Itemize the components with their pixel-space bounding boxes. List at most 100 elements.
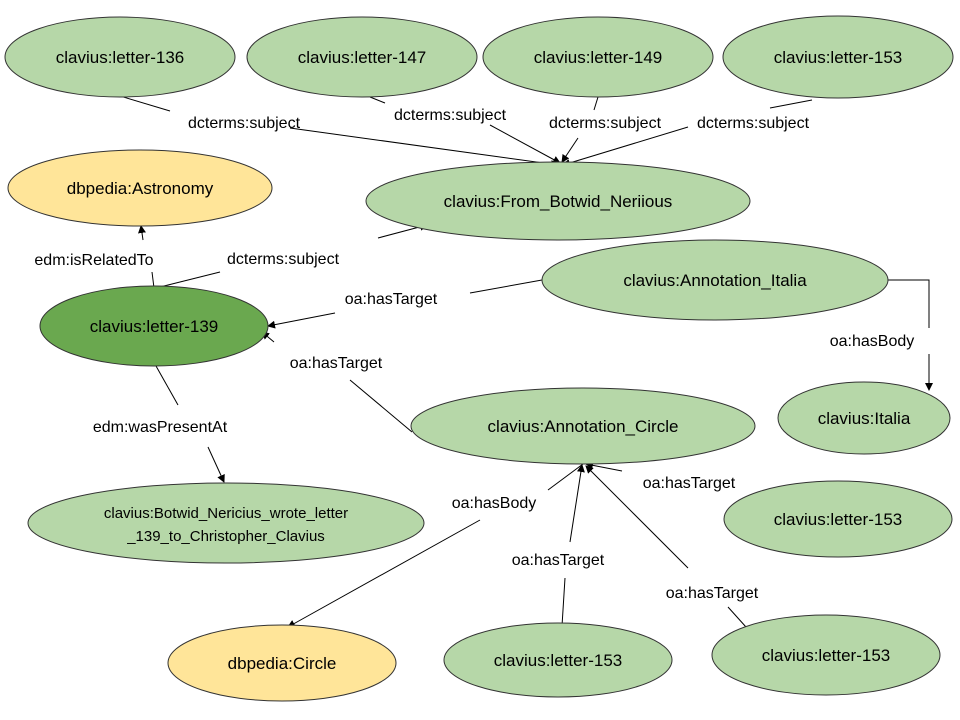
- node-letter-153-top[interactable]: clavius:letter-153: [722, 15, 954, 99]
- node-letter-139[interactable]: clavius:letter-139: [39, 285, 269, 367]
- edge-line-subject-153-a: [769, 99, 813, 109]
- node-label-letter-136: clavius:letter-136: [56, 48, 185, 67]
- node-astronomy[interactable]: dbpedia:Astronomy: [7, 149, 273, 227]
- node-label-botwid-event-line2: _139_to_Christopher_Clavius: [126, 528, 325, 545]
- node-label-astronomy: dbpedia:Astronomy: [67, 179, 214, 198]
- edge-label-subject-149: dcterms:subject: [549, 115, 662, 132]
- edge-label-body-italia: oa:hasBody: [830, 333, 915, 350]
- edge-label-target-italia: oa:hasTarget: [345, 291, 438, 308]
- edge-line-is-related-to-b: [138, 225, 146, 241]
- edge-target-italia: oa:hasTarget: [267, 279, 543, 329]
- edge-line-subject-147-a: [369, 96, 386, 104]
- edge-label-target-circle-153-mid: oa:hasTarget: [512, 552, 605, 569]
- node-annotation-italia[interactable]: clavius:Annotation_Italia: [541, 239, 889, 321]
- node-annotation-circle[interactable]: clavius:Annotation_Circle: [410, 387, 756, 465]
- edge-label-body-circle: oa:hasBody: [452, 495, 537, 512]
- node-shape-botwid-event: [27, 482, 425, 564]
- edge-line-target-circle-139-a: [349, 379, 413, 433]
- node-letter-147[interactable]: clavius:letter-147: [246, 16, 478, 98]
- edge-subject-153: dcterms:subject: [562, 99, 813, 167]
- edge-line-body-circle-a: [547, 463, 584, 491]
- edge-line-subject-136-a: [119, 95, 171, 112]
- edge-target-circle-139: oa:hasTarget: [261, 331, 413, 433]
- edge-label-subject-136: dcterms:subject: [188, 115, 301, 132]
- edge-label-was-present-at: edm:wasPresentAt: [93, 419, 228, 436]
- edge-line-target-circle-153-mid-a: [561, 577, 566, 627]
- node-shape-letter-139: [39, 285, 269, 367]
- node-shape-from-botwid: [365, 161, 751, 241]
- edge-target-circle-153-right: oa:hasTarget: [585, 461, 736, 492]
- edge-line-target-circle-153-right: [585, 461, 623, 472]
- node-shape-letter-153-bottom-mid: [443, 622, 673, 698]
- edge-subject-139: dcterms:subject: [155, 222, 428, 289]
- node-botwid-event[interactable]: clavius:Botwid_Nericius_wrote_letter _13…: [27, 482, 425, 564]
- edge-subject-136: dcterms:subject: [119, 95, 559, 169]
- node-shape-astronomy: [7, 149, 273, 227]
- edge-label-subject-153: dcterms:subject: [697, 115, 810, 132]
- edge-line-subject-153-b: [562, 126, 689, 167]
- node-shape-letter-153-bottom-right: [711, 614, 941, 696]
- node-shape-letter-153-top: [722, 15, 954, 99]
- node-label-annotation-italia: clavius:Annotation_Italia: [623, 271, 807, 290]
- node-letter-153-right[interactable]: clavius:letter-153: [723, 480, 953, 558]
- edge-line-subject-139-a: [155, 271, 221, 289]
- node-label-circle: dbpedia:Circle: [228, 654, 337, 673]
- node-label-from-botwid: clavius:From_Botwid_Neriious: [444, 192, 673, 211]
- edge-line-target-circle-153-bottom-right-b: [585, 465, 689, 569]
- edge-subject-147: dcterms:subject: [369, 96, 561, 164]
- node-label-letter-147: clavius:letter-147: [298, 48, 427, 67]
- edge-label-target-circle-139: oa:hasTarget: [290, 355, 383, 372]
- edge-line-is-related-to-a: [151, 271, 155, 289]
- edge-line-target-circle-153-mid-b: [569, 464, 585, 543]
- edge-label-subject-147: dcterms:subject: [394, 107, 507, 124]
- node-letter-153-bottom-right[interactable]: clavius:letter-153: [711, 614, 941, 696]
- node-label-letter-153-bottom-mid: clavius:letter-153: [494, 651, 623, 670]
- node-shape-letter-136: [4, 16, 236, 98]
- node-letter-149[interactable]: clavius:letter-149: [482, 16, 714, 98]
- edge-line-subject-147-b: [489, 124, 561, 164]
- edge-is-related-to: edm:isRelatedTo: [34, 225, 155, 289]
- edge-line-target-circle-153-bottom-right-a: [727, 606, 747, 628]
- node-label-letter-153-top: clavius:letter-153: [774, 48, 903, 67]
- node-label-letter-139: clavius:letter-139: [90, 317, 219, 336]
- edge-label-subject-139: dcterms:subject: [227, 251, 340, 268]
- edge-line-body-italia-a: [888, 279, 930, 328]
- node-shape-letter-153-right: [723, 480, 953, 558]
- node-shape-letter-149: [482, 16, 714, 98]
- node-italia[interactable]: clavius:Italia: [777, 381, 951, 455]
- edge-label-target-circle-153-right: oa:hasTarget: [643, 475, 736, 492]
- edge-line-subject-149-a: [593, 96, 599, 111]
- node-circle[interactable]: dbpedia:Circle: [167, 624, 397, 702]
- edge-line-target-italia-b: [267, 312, 336, 329]
- edge-line-body-circle-b: [287, 519, 481, 628]
- edge-subject-149: dcterms:subject: [549, 96, 662, 163]
- node-shape-letter-147: [246, 16, 478, 98]
- edge-body-italia: oa:hasBody: [830, 279, 933, 391]
- edge-was-present-at: edm:wasPresentAt: [93, 365, 228, 483]
- node-from-botwid[interactable]: clavius:From_Botwid_Neriious: [365, 161, 751, 241]
- edge-line-target-italia-a: [469, 279, 543, 294]
- node-label-letter-149: clavius:letter-149: [534, 48, 663, 67]
- node-letter-153-bottom-mid[interactable]: clavius:letter-153: [443, 622, 673, 698]
- node-label-botwid-event-line1: clavius:Botwid_Nericius_wrote_letter: [104, 505, 348, 522]
- edge-line-was-present-at-a: [155, 365, 179, 406]
- node-label-letter-153-bottom-right: clavius:letter-153: [762, 646, 891, 665]
- node-label-annotation-circle: clavius:Annotation_Circle: [488, 417, 679, 436]
- edge-line-subject-149-b: [561, 137, 579, 163]
- node-letter-136[interactable]: clavius:letter-136: [4, 16, 236, 98]
- edge-label-target-circle-153-bottom-right: oa:hasTarget: [666, 585, 759, 602]
- node-label-italia: clavius:Italia: [818, 409, 911, 428]
- edge-target-circle-153-bottom-right: oa:hasTarget: [585, 465, 759, 628]
- edge-target-circle-153-mid: oa:hasTarget: [512, 464, 605, 627]
- node-shape-italia: [777, 381, 951, 455]
- node-shape-annotation-circle: [410, 387, 756, 465]
- node-shape-annotation-italia: [541, 239, 889, 321]
- edge-line-subject-136-b: [289, 127, 559, 169]
- node-label-letter-153-right: clavius:letter-153: [774, 510, 903, 529]
- edge-line-was-present-at-b: [207, 446, 225, 483]
- edge-body-circle: oa:hasBody: [287, 463, 584, 628]
- edge-label-is-related-to: edm:isRelatedTo: [34, 252, 153, 269]
- node-shape-circle: [167, 624, 397, 702]
